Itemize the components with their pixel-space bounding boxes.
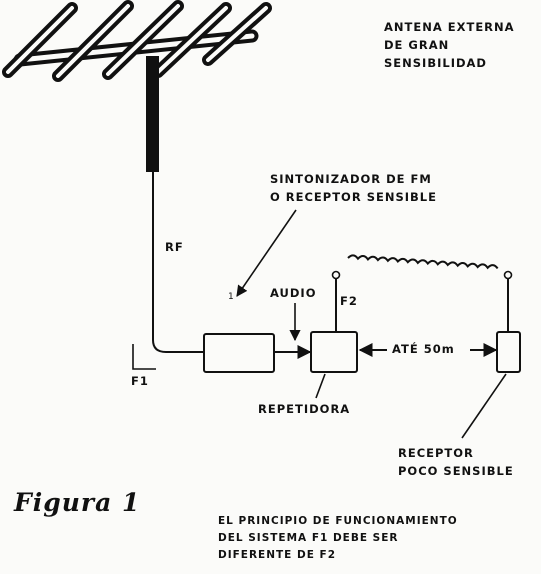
repeater-label: REPETIDORA [258,402,351,416]
rf-label: RF [165,240,184,254]
tuner-label-line-2: O RECEPTOR SENSIBLE [270,190,437,204]
rf-cable [152,172,204,353]
audio-label: AUDIO [270,286,317,300]
radio-wave [347,254,499,270]
antenna-element [102,0,184,80]
antenna-element [202,2,272,66]
caption-line-2: DEL SISTEMA F1 DEBE SER [218,532,399,544]
antenna-label-line-3: SENSIBILIDAD [384,56,487,70]
figure-title: Figura 1 [14,488,141,517]
antenna-label-line-1: ANTENA EXTERNA [384,20,515,34]
antenna-mast [146,56,159,172]
repeater-box [310,331,358,373]
tuner-callout-arrow [236,209,297,297]
antenna-element [152,2,232,78]
tuner-tick-mark: 1 [228,292,235,302]
receiver-antenna-tip [503,270,513,280]
tuner-box [203,333,275,373]
receiver-label-line-2: POCO SENSIBLE [398,464,514,478]
antenna-label-line-2: DE GRAN [384,38,450,52]
yagi-antenna [2,0,272,82]
repeater-antenna-tip [331,270,341,280]
receiver-callout-line [461,373,507,439]
antenna-element [2,2,78,78]
caption-line-3: DIFERENTE DE F2 [218,549,337,561]
tuner-label-line-1: SINTONIZADOR DE FM [270,172,432,186]
f1-bracket [132,344,156,370]
repeater-callout-line [315,373,326,399]
distance-label: ATÉ 50m [392,342,455,356]
caption-line-1: EL PRINCIPIO DE FUNCIONAMIENTO [218,515,458,527]
receiver-box [496,331,521,373]
antenna-element [52,0,134,82]
f2-label: F2 [340,294,358,308]
receiver-label-line-1: RECEPTOR [398,446,474,460]
f1-label: F1 [131,374,149,388]
